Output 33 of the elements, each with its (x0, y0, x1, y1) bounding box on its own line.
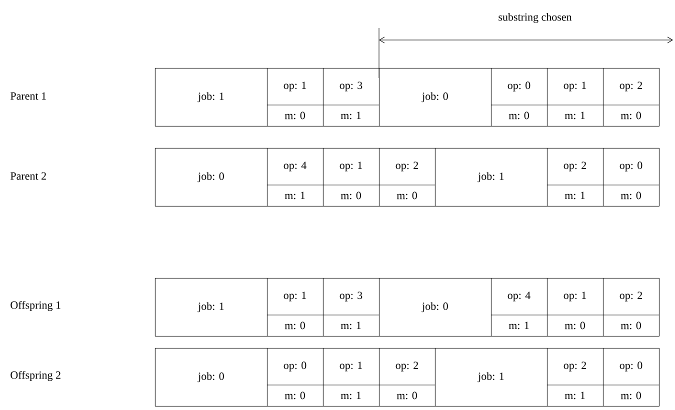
gene-cell: op: 4 m: 1 (266, 148, 324, 206)
job-cell: job: 1 (435, 348, 548, 406)
gene-cell: op: 1 m: 0 (266, 68, 324, 126)
gene-cell: op: 0 m: 0 (602, 348, 660, 406)
job-cell: job: 0 (379, 278, 492, 336)
dimension-label: substring chosen (498, 13, 572, 23)
gene-cell: op: 2 m: 0 (602, 278, 660, 336)
job-cell: job: 0 (379, 68, 492, 126)
gene-cell: op: 0 m: 0 (602, 148, 660, 206)
gene-cell: op: 0 m: 0 (490, 68, 548, 126)
gene-cell: op: 0 m: 0 (266, 348, 324, 406)
gene-cell: op: 2 m: 0 (602, 68, 660, 126)
gene-cell: op: 3 m: 1 (322, 68, 380, 126)
gene-cell: op: 1 m: 0 (546, 278, 604, 336)
gene-cell: op: 2 m: 1 (546, 148, 604, 206)
job-cell: job: 0 (155, 348, 268, 406)
row-label: Offspring 2 (10, 370, 60, 382)
job-cell: job: 1 (155, 68, 268, 126)
gene-cell: op: 2 m: 1 (546, 348, 604, 406)
gene-cell: op: 2 m: 0 (378, 148, 436, 206)
gene-cell: op: 1 m: 0 (322, 148, 380, 206)
row-label: Offspring 1 (10, 300, 60, 312)
row-label: Parent 1 (10, 92, 46, 100)
gene-cell: op: 1 m: 1 (322, 348, 380, 406)
row-label: Parent 2 (10, 172, 46, 180)
job-cell: job: 1 (435, 148, 548, 206)
gene-cell: op: 4 m: 1 (490, 278, 548, 336)
gene-cell: op: 2 m: 0 (378, 348, 436, 406)
gene-cell: op: 1 m: 1 (546, 68, 604, 126)
gene-cell: op: 3 m: 1 (322, 278, 380, 336)
job-cell: job: 1 (155, 278, 268, 336)
job-cell: job: 0 (155, 148, 268, 206)
gene-cell: op: 1 m: 0 (266, 278, 324, 336)
